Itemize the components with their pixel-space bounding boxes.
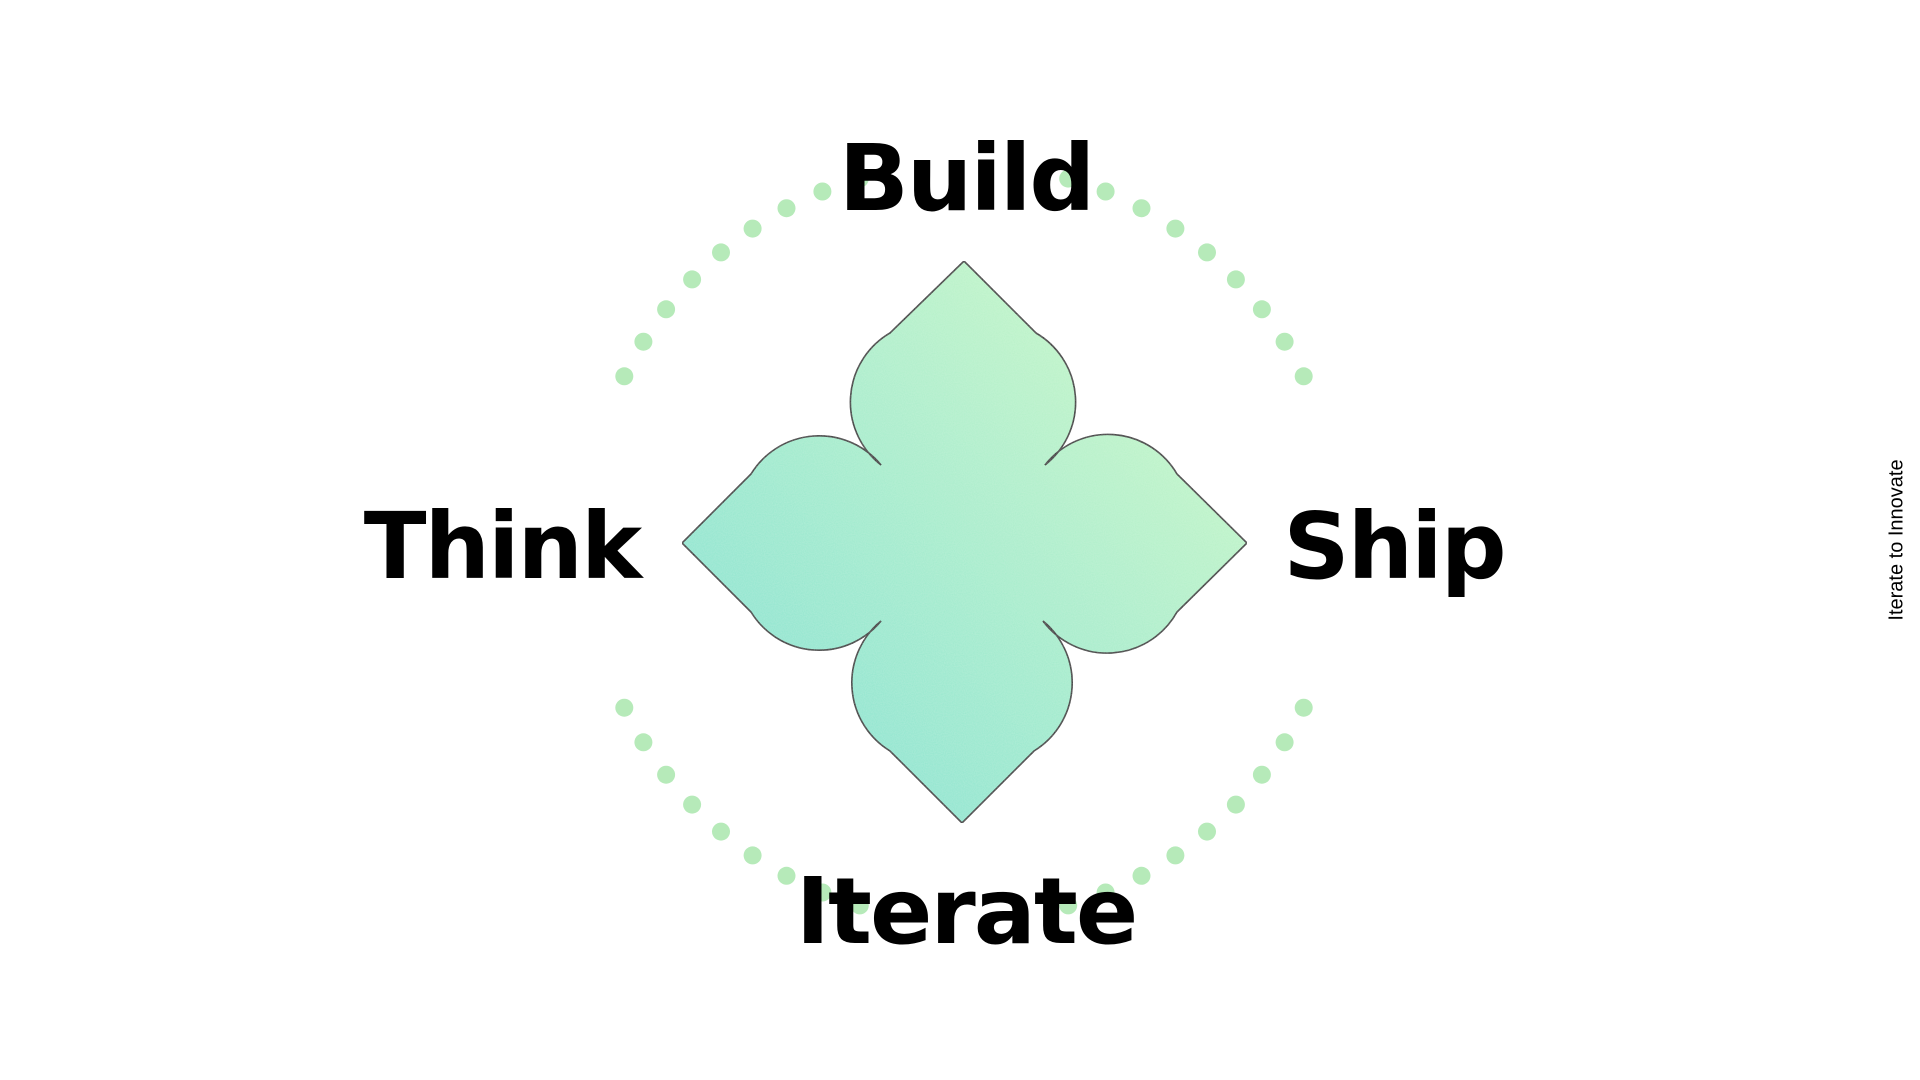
ring-dot [1166,219,1185,238]
ring-dot [1294,698,1313,717]
ring-dot [1226,270,1245,289]
ring-dot [1275,733,1294,752]
ring-dot [743,219,762,238]
ring-dot [657,765,676,784]
ring-dot [850,896,869,915]
ring-dot [1252,765,1271,784]
ring-dot [1252,300,1271,319]
ring-dot [1226,795,1245,814]
ring-dot [743,846,762,865]
ring-dot [1166,846,1185,865]
label-iterate: Iterate [796,858,1136,965]
ring-dot [712,243,730,262]
ring-dot [683,270,702,289]
ring-dot [777,866,796,885]
ring-dot [712,822,730,841]
ring-dot [657,300,676,319]
ring-dot [1132,199,1151,218]
ring-dot [813,883,832,902]
ring-dot [615,698,634,717]
ring-dot [615,367,634,386]
ring-dot [813,182,832,201]
ring-dot [1096,883,1115,902]
side-caption: Iterate to Innovate [1885,459,1908,621]
ring-dot [1059,896,1078,915]
ring-dot [777,199,796,218]
ring-dot [634,733,653,752]
label-build: Build [839,125,1094,232]
ring-dot [1294,367,1313,386]
ring-dot [683,795,702,814]
label-think: Think [364,493,644,600]
ring-dot [634,332,653,351]
ring-dot [1198,822,1216,841]
dotted-ring [615,169,1313,915]
ring-dot [1096,182,1115,201]
label-ship: Ship [1283,493,1504,600]
ring-dot [1198,243,1216,262]
ring-dot [1275,332,1294,351]
ring-dot [850,169,869,188]
ring-dot [1059,169,1078,188]
ring-dot [1132,866,1151,885]
four-petal-flower-icon [680,259,1249,825]
